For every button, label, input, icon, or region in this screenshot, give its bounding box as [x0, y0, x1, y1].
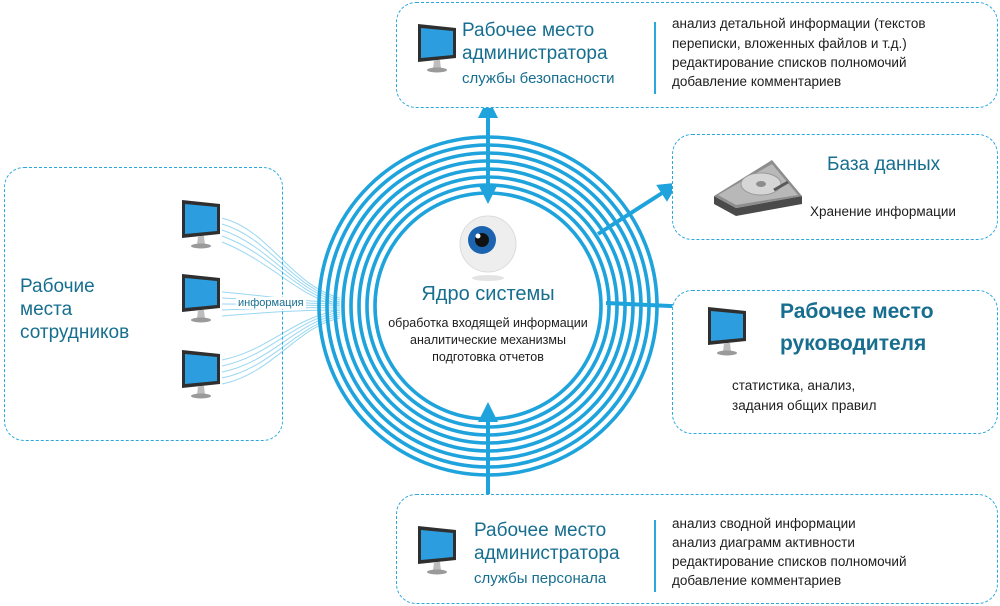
security-admin-subtitle: службы безопасности [462, 70, 615, 87]
security-admin-box [396, 2, 998, 108]
security-admin-detail-3: редактирование списков полномочий [672, 55, 907, 70]
manager-title-line-2: руководителя [780, 332, 927, 355]
hr-admin-divider [654, 520, 656, 592]
information-flow-label: информация [236, 297, 306, 309]
hr-admin-detail-4: добавление комментариев [672, 573, 842, 588]
security-admin-title-line-1: Рабочее место [462, 20, 595, 41]
core-line-2: аналитические механизмы [410, 333, 566, 347]
employees-title-line-3: сотрудников [20, 322, 130, 343]
security-admin-detail-4: добавление комментариев [672, 74, 842, 89]
employees-title-line-1: Рабочие [20, 276, 95, 297]
core-line-3: подготовка отчетов [432, 350, 544, 364]
employees-title-line-2: места [20, 299, 73, 320]
core-title: Ядро системы [421, 283, 555, 305]
database-title: База данных [827, 154, 941, 175]
security-admin-divider [654, 22, 656, 94]
manager-detail-1: статистика, анализ, [732, 378, 856, 393]
hr-admin-subtitle: службы персонала [474, 570, 607, 587]
core-line-1: обработка входящей информации [388, 316, 588, 330]
hr-admin-title-line-1: Рабочее место [474, 520, 607, 541]
hr-admin-box [396, 494, 998, 604]
database-box [672, 134, 998, 240]
arrow-database [596, 182, 679, 236]
hr-admin-detail-2: анализ диаграмм активности [672, 535, 855, 550]
hr-admin-detail-1: анализ сводной информации [672, 516, 856, 531]
security-admin-detail-2: переписки, вложенных файлов и т.д.) [672, 36, 907, 51]
hr-admin-title-line-2: администратора [474, 543, 620, 564]
manager-detail-2: задания общих правил [732, 398, 877, 413]
security-admin-title-line-2: администратора [462, 43, 608, 64]
database-subtitle: Хранение информации [810, 204, 956, 219]
security-admin-detail-1: анализ детальной информации (текстов [672, 16, 926, 31]
hr-admin-detail-3: редактирование списков полномочий [672, 554, 907, 569]
manager-title-line-1: Рабочее место [780, 300, 934, 323]
